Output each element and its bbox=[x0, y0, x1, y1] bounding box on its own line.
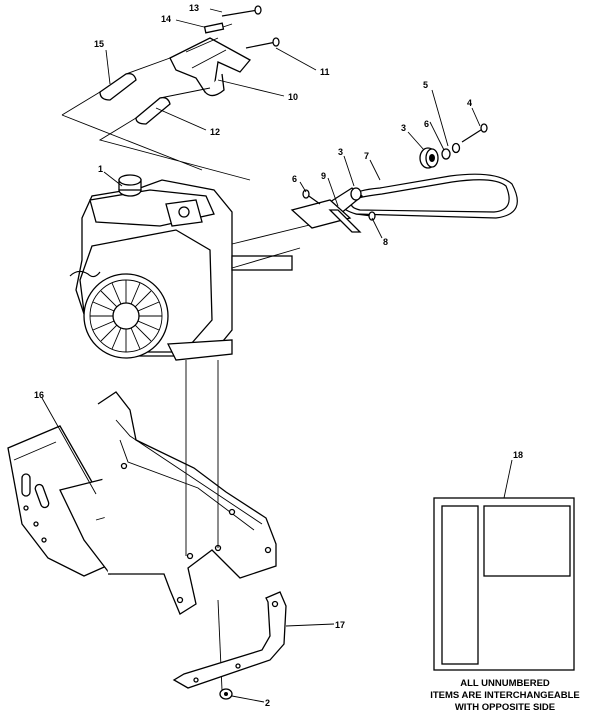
callout-16: 16 bbox=[34, 390, 44, 400]
callout-13: 13 bbox=[189, 3, 199, 13]
note-line-2: ITEMS ARE INTERCHANGEABLE bbox=[430, 690, 580, 701]
callout-15: 15 bbox=[94, 39, 104, 49]
callout-6-lower: 6 bbox=[292, 174, 297, 184]
callout-10: 10 bbox=[288, 92, 298, 102]
callout-2: 2 bbox=[265, 698, 270, 708]
note-line-1: ALL UNNUMBERED bbox=[460, 678, 550, 689]
top-bracket-assembly bbox=[61, 5, 280, 181]
callout-18: 18 bbox=[513, 450, 523, 460]
engine-base bbox=[7, 360, 277, 691]
note-line-3: WITH OPPOSITE SIDE bbox=[455, 702, 555, 713]
callout-14: 14 bbox=[161, 14, 171, 24]
support-bracket bbox=[172, 591, 287, 700]
callout-8: 8 bbox=[383, 237, 388, 247]
callout-1: 1 bbox=[98, 164, 103, 174]
callout-3-lower: 3 bbox=[338, 147, 343, 157]
pulley-belt-assembly bbox=[290, 123, 518, 233]
callout-7: 7 bbox=[364, 151, 369, 161]
callout-6-upper: 6 bbox=[424, 119, 429, 129]
callout-9: 9 bbox=[321, 171, 326, 181]
callout-3-upper: 3 bbox=[401, 123, 406, 133]
engine bbox=[69, 174, 331, 361]
leader-lines bbox=[41, 8, 513, 703]
decal bbox=[433, 497, 575, 671]
callout-12: 12 bbox=[210, 127, 220, 137]
callout-11: 11 bbox=[320, 67, 330, 77]
callout-4: 4 bbox=[467, 98, 472, 108]
callout-labels: 13 14 15 11 10 12 1 5 4 3 6 3 7 6 9 8 16… bbox=[34, 3, 523, 708]
callout-17: 17 bbox=[335, 620, 345, 630]
interchangeable-note: ALL UNNUMBERED ITEMS ARE INTERCHANGEABLE… bbox=[430, 678, 580, 713]
callout-5: 5 bbox=[423, 80, 428, 90]
